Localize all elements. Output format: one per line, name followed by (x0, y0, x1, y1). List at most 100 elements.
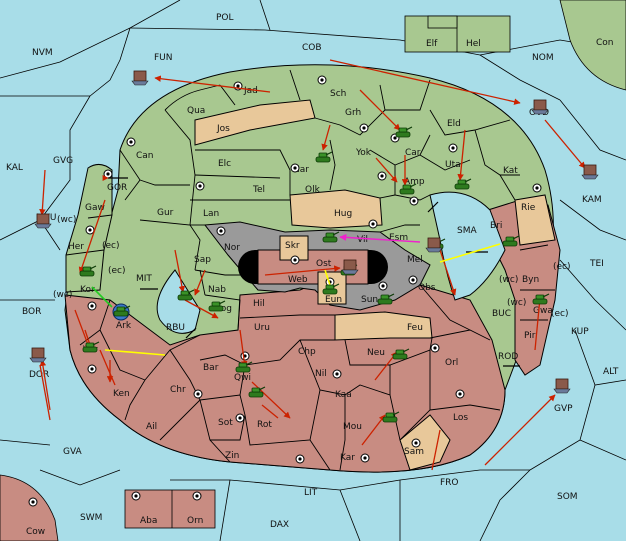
order-ver (84, 329, 91, 346)
order-gva-dor (39, 359, 51, 411)
label-sap: Sap (194, 255, 211, 265)
label-neu: Neu (367, 348, 385, 358)
label-ec-kor: (ec) (108, 266, 126, 276)
label-vil: Vil (357, 235, 368, 245)
order-jad-fun (154, 75, 271, 93)
label-pol: POL (216, 13, 234, 23)
label-lit: LIT (304, 488, 318, 498)
label-hil: Hil (253, 299, 265, 309)
label-ec-her: (ec) (102, 241, 120, 251)
label-wc-gwa: (wc) (507, 298, 526, 308)
label-kaa: Kaa (335, 390, 352, 400)
label-gaw: Gaw (85, 203, 105, 213)
label-buc: BUC (492, 309, 511, 319)
label-grh: Grh (345, 108, 361, 118)
label-jad: Jad (243, 86, 258, 96)
label-qwi: Qwi (234, 373, 251, 383)
globe-icon[interactable] (112, 303, 131, 321)
order-sap-nab (174, 249, 186, 293)
label-eld: Eld (447, 119, 461, 129)
label-amp: Amp (404, 177, 425, 187)
order-pir-gwa (534, 297, 543, 351)
label-hel: Hel (466, 39, 481, 49)
label-tei: TEI (589, 259, 604, 269)
label-mel: Mel (407, 255, 423, 265)
label-elc: Elc (218, 159, 231, 169)
label-kat: Kat (503, 166, 518, 176)
label-dax: DAX (270, 520, 289, 530)
label-uta: Uta (445, 160, 461, 170)
label-can: Can (136, 151, 154, 161)
fleet-mvu (34, 213, 52, 229)
order-yellow-bri-mel[interactable] (439, 243, 501, 263)
label-aba: Aba (140, 516, 157, 526)
label-chr: Chr (170, 385, 186, 395)
fleet-dor (29, 347, 47, 363)
label-qua: Qua (187, 106, 205, 116)
label-gvg: GVG (53, 156, 73, 166)
label-nil: Nil (315, 369, 327, 379)
label-bar: Bar (203, 363, 219, 373)
label-obs: Obs (418, 283, 436, 293)
label-ark: Ark (116, 321, 132, 331)
label-kal: KAL (6, 163, 23, 173)
label-ost: Ost (316, 259, 332, 269)
label-fro: FRO (440, 478, 459, 488)
label-gwa: Gwa (533, 306, 553, 316)
label-jos: Jos (216, 124, 230, 134)
order-grh-nar (321, 124, 331, 151)
fleet-mel (425, 237, 443, 253)
label-rod: ROD (498, 352, 518, 362)
label-kam: KAM (582, 195, 602, 205)
label-zin: Zin (225, 451, 239, 461)
label-wc-kor: (wc) (53, 290, 72, 300)
province-labels: POL FUN NVM COB NOM Con Elf Hel Jad Sch … (6, 13, 619, 537)
label-rbu: RBU (166, 323, 185, 333)
order-rot-hold (261, 404, 279, 419)
order-green-kor-ark[interactable] (91, 286, 113, 308)
order-mou-army (361, 414, 386, 446)
order-nab-nog (184, 299, 219, 319)
label-gva: GVA (63, 447, 83, 457)
order-yellow-chr-ver[interactable] (104, 349, 166, 356)
order-dor-gva (39, 364, 51, 421)
order-fro-gvp (484, 394, 556, 466)
region-rie (514, 194, 556, 246)
label-web: Web (288, 275, 308, 285)
label-som: SOM (557, 492, 578, 502)
order-cob-ovd (329, 59, 521, 105)
label-orl: Orl (445, 358, 458, 368)
label-sun: Sun (361, 295, 378, 305)
order-gvg-mvu (39, 169, 46, 216)
sea-rbu (156, 269, 201, 334)
label-rot: Rot (257, 420, 272, 430)
order-arrows[interactable] (39, 59, 586, 471)
island-elf-hel (404, 15, 511, 53)
label-ec-byn: (ec) (553, 262, 571, 272)
label-sam: Sam (404, 447, 424, 457)
order-magenta-vil[interactable] (339, 233, 421, 243)
order-web-ost (264, 265, 341, 276)
label-pir: Pir (524, 331, 536, 341)
label-gvp: GVP (554, 404, 573, 414)
order-ovd-kam (544, 119, 586, 169)
label-dor: DOR (29, 370, 49, 380)
label-los: Los (453, 413, 468, 423)
label-ail: Ail (146, 422, 157, 432)
order-mel-obs (439, 249, 457, 296)
label-bri: Bri (490, 221, 502, 231)
label-kup: KUP (571, 327, 589, 337)
fleet-fun (131, 70, 149, 86)
region-sam (399, 414, 451, 471)
supply-centers (28, 75, 542, 507)
fleet-ost (341, 259, 359, 275)
label-nor: Nor (224, 243, 240, 253)
label-wc-byn: (wc) (499, 275, 518, 285)
label-lan: Lan (203, 209, 219, 219)
label-her: Her (68, 242, 84, 252)
label-nvm: NVM (32, 48, 53, 58)
order-eld-uta (457, 129, 466, 181)
